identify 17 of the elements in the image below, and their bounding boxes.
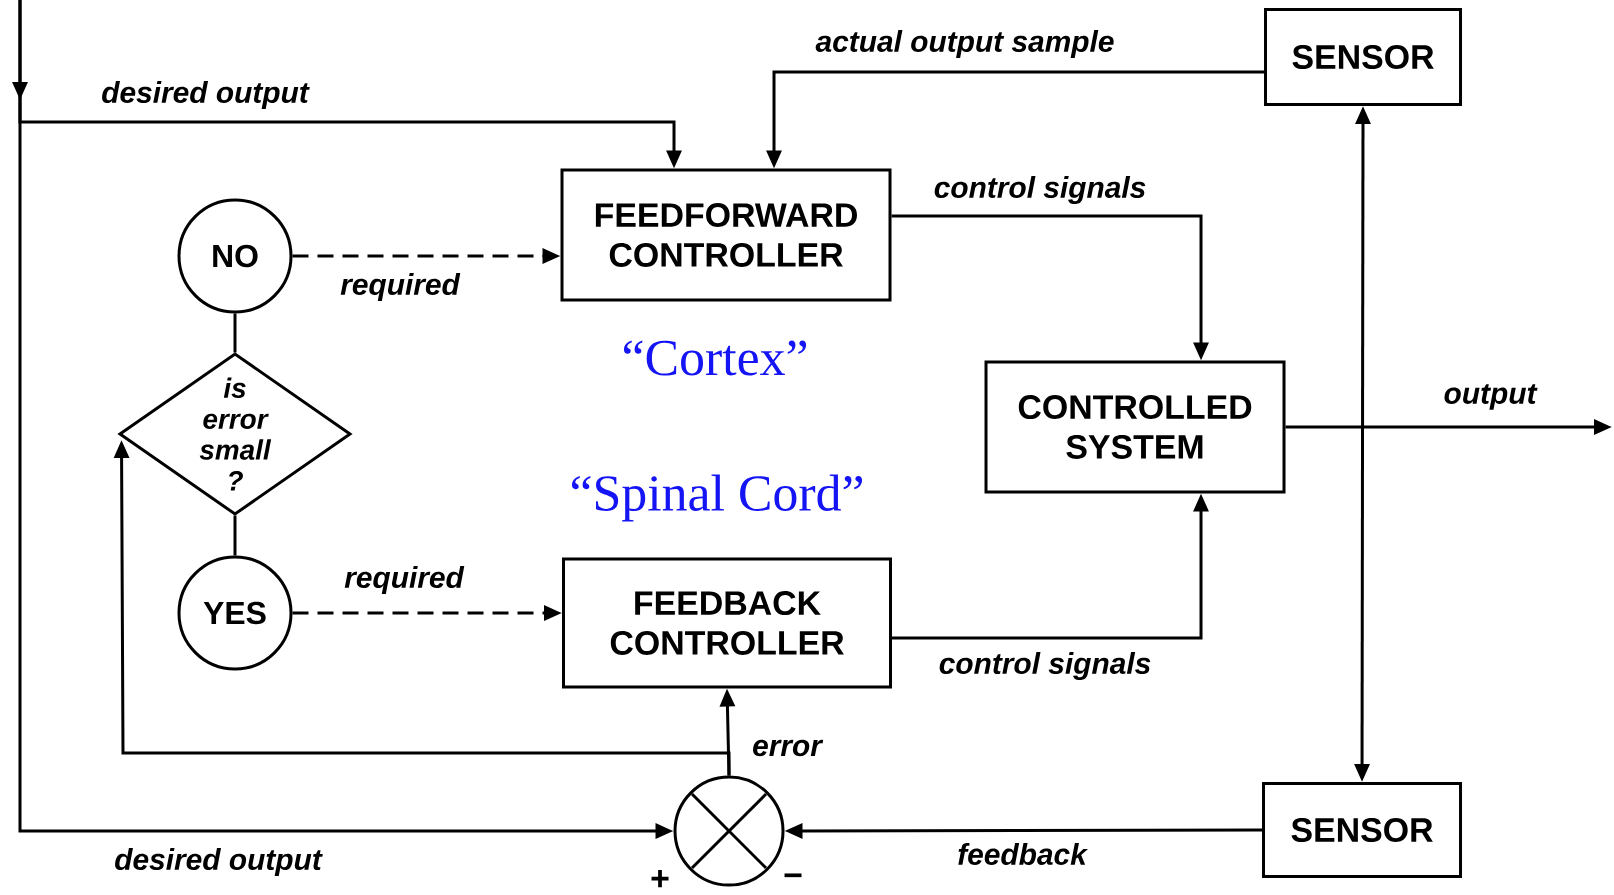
edge-label: required bbox=[338, 271, 462, 303]
region-label: “Spinal Cord” bbox=[572, 474, 863, 522]
block-box: SENSOR bbox=[1264, 8, 1462, 106]
edge-label: desired output bbox=[99, 79, 311, 111]
edge-label: control signals bbox=[931, 174, 1149, 206]
edge-label: output bbox=[1441, 382, 1539, 412]
edge-label: required bbox=[342, 564, 466, 596]
edge-label: error bbox=[750, 737, 824, 759]
edge-label: feedback bbox=[955, 841, 1089, 867]
block-box: FEEDFORWARD CONTROLLER bbox=[560, 168, 892, 302]
block-box: SENSOR bbox=[1262, 782, 1462, 878]
summing-junction bbox=[673, 775, 785, 887]
block-box: FEEDBACK CONTROLLER bbox=[562, 557, 892, 689]
edge-label: actual output sample bbox=[813, 28, 1117, 60]
edge-label: control signals bbox=[936, 650, 1154, 682]
edge-label: desired output bbox=[112, 846, 324, 878]
block-box: CONTROLLED SYSTEM bbox=[984, 360, 1286, 494]
